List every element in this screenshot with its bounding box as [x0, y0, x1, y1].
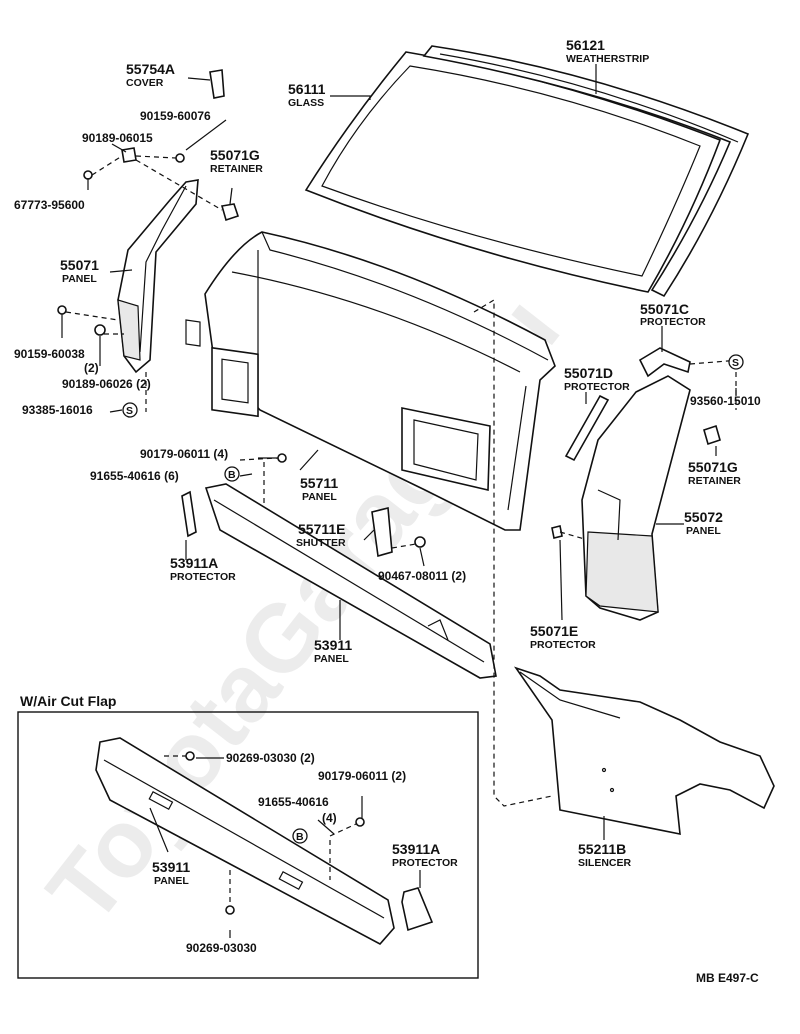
label-55071-number: 55071 [60, 257, 99, 273]
label-55711E-name: SHUTTER [296, 537, 346, 549]
label-55071C-name: PROTECTOR [640, 316, 706, 328]
label-53911A-number: 53911A [170, 555, 218, 571]
silencer-55211B [513, 666, 775, 835]
bolt-90159-60076 [175, 153, 185, 163]
label-53911A-name: PROTECTOR [170, 571, 236, 583]
b-symbol-inset-letter: B [296, 831, 304, 843]
label-inset-91655-40616-qty: (4) [322, 811, 337, 825]
label-90189-06026: 90189-06026 (2) [62, 377, 151, 391]
s-symbol-right [728, 354, 744, 370]
s-symbol-left-letter: S [126, 405, 133, 417]
label-90159-60038: 90159-60038 [14, 347, 85, 361]
clip-90179-06011 [277, 453, 287, 463]
label-55071-name: PANEL [62, 273, 97, 285]
label-55072-number: 55072 [684, 509, 723, 525]
windshield-glass [304, 51, 722, 293]
label-55071G-top-name: RETAINER [210, 163, 263, 175]
label-90159-60076: 90159-60076 [140, 109, 211, 123]
label-inset-90179-06011: 90179-06011 (2) [318, 769, 406, 783]
leader-lines [61, 64, 737, 938]
label-inset-53911A-name: PROTECTOR [392, 857, 458, 869]
label-55211B-name: SILENCER [578, 857, 632, 869]
inset-clip-90179 [355, 817, 365, 827]
label-53911-name: PANEL [314, 653, 349, 665]
label-55754A-name: COVER [126, 77, 164, 89]
cover-55754A [209, 69, 225, 99]
b-symbol-inset [292, 828, 308, 844]
diagram-code: MB E497-C [696, 971, 759, 985]
label-55071G-right-name: RETAINER [688, 475, 741, 487]
label-90159-60038-qty: (2) [84, 361, 99, 375]
inset-panel-53911 [95, 737, 395, 946]
label-55711E-number: 55711E [298, 521, 346, 537]
label-inset-91655-40616: 91655-40616 [258, 795, 329, 809]
protector-55071E [551, 525, 563, 539]
inset-bolt-90269-a [185, 751, 195, 761]
lower-panel-53911 [204, 483, 497, 679]
label-91655-40616: 91655-40616 (6) [90, 469, 179, 483]
label-90179-06011: 90179-06011 (4) [140, 447, 228, 461]
clip-67773-95600 [83, 170, 93, 180]
inset-frame [17, 711, 479, 979]
label-55754A-number: 55754A [126, 61, 175, 77]
label-55071D-name: PROTECTOR [564, 381, 630, 393]
label-55071D-number: 55071D [564, 365, 613, 381]
center-panel-55711 [185, 231, 556, 531]
retainer-55071G-left [220, 203, 240, 222]
label-inset-53911-number: 53911 [152, 859, 190, 875]
left-panel-55071 [117, 179, 199, 374]
s-symbol-left [122, 402, 138, 418]
label-90189-06015: 90189-06015 [82, 131, 153, 145]
inset-title: W/Air Cut Flap [20, 693, 116, 709]
label-55071C-number: 55071C [640, 301, 689, 317]
retainer-55071G-right [703, 424, 721, 446]
nut-90189-06026 [94, 324, 106, 336]
label-55071E-number: 55071E [530, 623, 578, 639]
protector-55071C [638, 347, 691, 378]
label-inset-90269-03030-b: 90269-03030 [186, 941, 257, 955]
label-55711-number: 55711 [300, 475, 338, 491]
bolt-90159-60038 [57, 305, 67, 315]
label-67773-95600: 67773-95600 [14, 198, 85, 212]
protector-53911A [181, 490, 197, 538]
label-55072-name: PANEL [686, 525, 721, 537]
label-inset-53911A-number: 53911A [392, 841, 440, 857]
label-56111-name: GLASS [288, 97, 324, 109]
label-55211B-number: 55211B [578, 841, 626, 857]
shutter-55711E [371, 506, 393, 558]
right-panel-55072 [581, 375, 691, 621]
label-inset-53911-name: PANEL [154, 875, 189, 887]
label-93560-15010: 93560-15010 [690, 394, 761, 408]
weatherstrip [422, 45, 750, 298]
b-symbol-left-letter: B [228, 469, 236, 481]
label-55071G-right-number: 55071G [688, 459, 738, 475]
label-55071G-top-number: 55071G [210, 147, 260, 163]
label-inset-90269-03030-a: 90269-03030 (2) [226, 751, 315, 765]
nut-90467-08011 [414, 536, 426, 548]
protector-55071D [564, 394, 610, 462]
label-55071E-name: PROTECTOR [530, 639, 596, 651]
label-55711-name: PANEL [302, 491, 337, 503]
label-56121-name: WEATHERSTRIP [566, 53, 649, 65]
inset-bolt-90269-b [225, 905, 235, 915]
label-53911-number: 53911 [314, 637, 352, 653]
nut-90189-06015 [121, 147, 137, 163]
inset-protector-53911A [401, 887, 434, 932]
label-93385-16016: 93385-16016 [22, 403, 93, 417]
label-56121-number: 56121 [566, 37, 605, 53]
label-90467-08011: 90467-08011 (2) [378, 569, 466, 583]
b-symbol-left [224, 466, 240, 482]
label-56111-number: 56111 [288, 81, 326, 97]
s-symbol-right-letter: S [732, 357, 739, 369]
